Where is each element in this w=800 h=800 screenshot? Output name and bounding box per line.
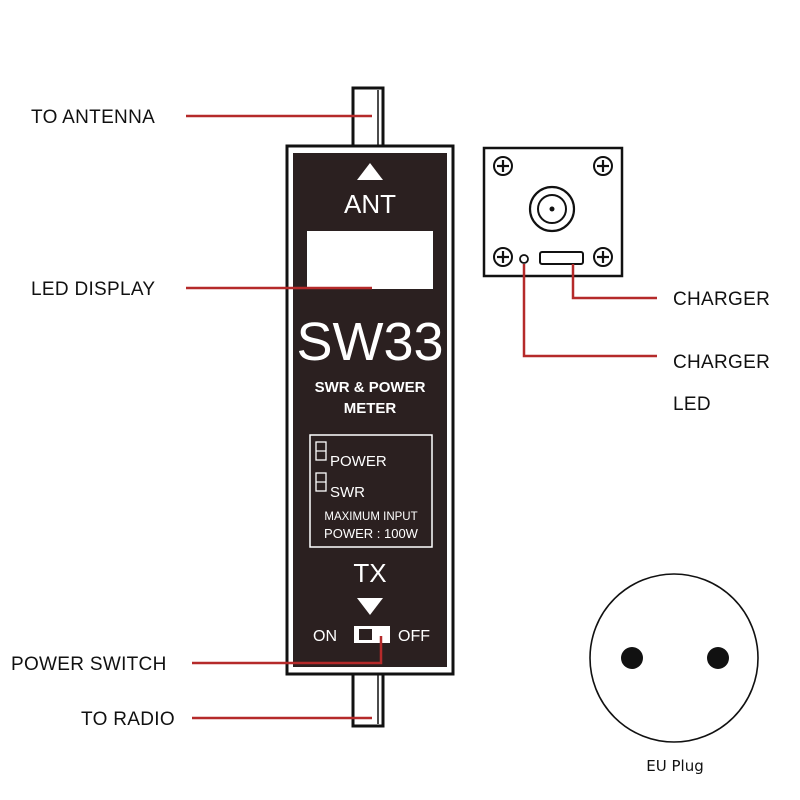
charger-led-icon bbox=[519, 254, 529, 264]
tx-arrow-icon bbox=[357, 598, 383, 615]
callout-to-radio: TO RADIO bbox=[81, 709, 175, 730]
eu-plug-label: EU Plug bbox=[646, 757, 703, 775]
switch-off-label: OFF bbox=[398, 628, 430, 645]
callout-charger-led-line2: LED bbox=[673, 394, 711, 415]
subtitle-line1: SWR & POWER bbox=[315, 379, 426, 396]
subtitle-line2: METER bbox=[344, 400, 397, 417]
callout-to-antenna: TO ANTENNA bbox=[31, 107, 155, 128]
leader-charger-led bbox=[522, 264, 657, 358]
screw-icon bbox=[593, 247, 613, 267]
callout-led-display: LED DISPLAY bbox=[31, 279, 155, 300]
ant-label: ANT bbox=[344, 189, 396, 219]
led-display bbox=[307, 231, 433, 289]
mode-box bbox=[309, 434, 433, 548]
ant-arrow-icon bbox=[357, 163, 383, 180]
plug-pin-icon bbox=[707, 647, 729, 669]
screw-icon bbox=[493, 156, 513, 176]
screw-icon bbox=[593, 156, 613, 176]
leader-power-switch bbox=[192, 636, 383, 665]
coax-connector-icon bbox=[528, 185, 576, 233]
plug-pin-icon bbox=[621, 647, 643, 669]
power-switch-knob[interactable] bbox=[359, 629, 372, 640]
max-input-line2: POWER : 100W bbox=[324, 526, 419, 541]
mode-swr-label: SWR bbox=[330, 484, 365, 501]
power-switch[interactable] bbox=[354, 626, 390, 643]
leader-charger bbox=[571, 264, 657, 300]
charger-port[interactable] bbox=[539, 251, 584, 265]
callout-charger: CHARGER bbox=[673, 289, 770, 310]
max-input-line1: MAXIMUM INPUT bbox=[324, 511, 417, 523]
switch-on-label: ON bbox=[313, 628, 337, 645]
mode-power-label: POWER bbox=[330, 453, 387, 470]
tx-label: TX bbox=[353, 558, 386, 588]
callout-power-switch: POWER SWITCH bbox=[11, 654, 167, 675]
screw-icon bbox=[493, 247, 513, 267]
eu-plug-face bbox=[589, 573, 759, 743]
model-name: SW33 bbox=[296, 312, 443, 372]
callout-charger-led-line1: CHARGER bbox=[673, 352, 770, 373]
